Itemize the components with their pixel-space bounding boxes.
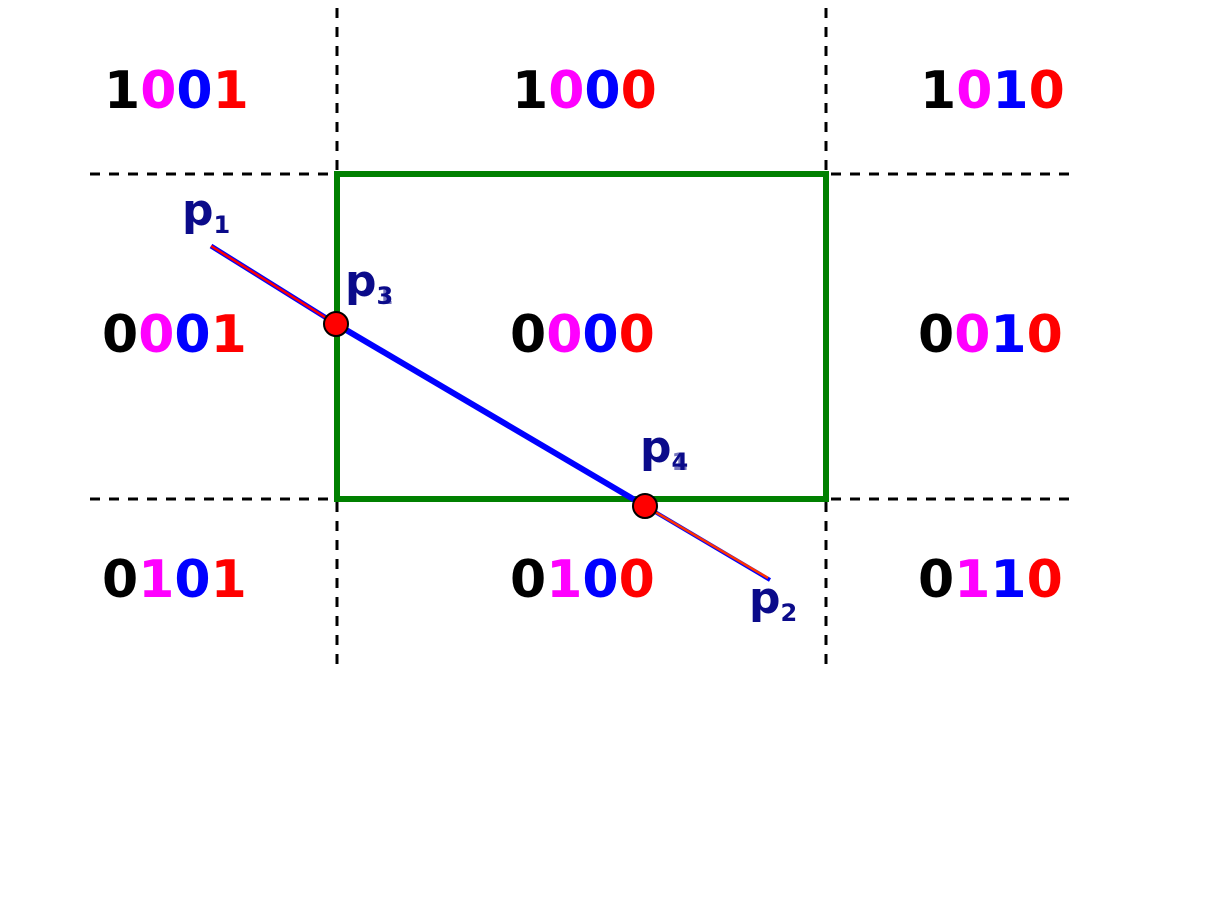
- bit: 0: [956, 61, 992, 121]
- bit: 1: [990, 305, 1026, 365]
- label-p2-base: p: [749, 573, 781, 624]
- region-code-bottom-left: 0101: [102, 550, 247, 610]
- region-code-top-center: 1000: [512, 61, 657, 121]
- bit: 0: [582, 550, 618, 610]
- label-p2: p2: [749, 573, 797, 627]
- bit: 0: [546, 305, 582, 365]
- bit: 1: [138, 550, 174, 610]
- label-p3-sub: 3: [377, 282, 394, 310]
- bit: 0: [954, 305, 990, 365]
- point-labels: p1 p3 p1 p4 p1 p2: [182, 185, 797, 627]
- label-p4-overlay: p1: [640, 422, 688, 476]
- label-p3-overlay: p1: [345, 256, 393, 310]
- region-code-bottom-center: 0100: [510, 550, 655, 610]
- label-p1-sub: 1: [214, 211, 231, 239]
- label-p3: p3: [345, 256, 393, 310]
- bit: 0: [138, 305, 174, 365]
- label-p4-base: p: [640, 422, 672, 473]
- label-p4: p4: [640, 422, 688, 476]
- region-code-middle-left: 0001: [102, 305, 247, 365]
- region-code-top-left: 1001: [104, 61, 249, 121]
- bit: 1: [104, 61, 140, 121]
- label-p3-overlay-spacer: p: [345, 256, 377, 307]
- segment-inside-p3-p4: [334, 321, 647, 509]
- bit: 0: [140, 61, 176, 121]
- bit: 0: [584, 61, 620, 121]
- bit: 0: [621, 61, 657, 121]
- bit: 0: [619, 305, 655, 365]
- bit: 0: [174, 305, 210, 365]
- bit: 1: [992, 61, 1028, 121]
- label-p3-base: p: [345, 256, 377, 307]
- bit: 1: [512, 61, 548, 121]
- label-p4-overlay-spacer: p: [640, 422, 672, 473]
- bit: 0: [918, 305, 954, 365]
- bit: 1: [990, 550, 1026, 610]
- bit: 0: [510, 550, 546, 610]
- bit: 0: [582, 305, 618, 365]
- bit: 0: [1029, 61, 1065, 121]
- bit: 0: [510, 305, 546, 365]
- bit: 1: [954, 550, 990, 610]
- bit: 0: [102, 550, 138, 610]
- bit: 0: [619, 550, 655, 610]
- region-code-middle-center: 0000: [510, 305, 655, 365]
- intersection-point-p3: [323, 311, 349, 337]
- bit: 1: [211, 550, 247, 610]
- segment-outside-p1-p3-red: [210, 244, 337, 326]
- bit: 1: [213, 61, 249, 121]
- bit: 0: [102, 305, 138, 365]
- label-p1: p1: [182, 185, 230, 239]
- bit: 0: [1027, 305, 1063, 365]
- label-p1-base: p: [182, 185, 214, 236]
- label-p3-overlay-sub: 1: [377, 282, 394, 310]
- region-code-bottom-right: 0110: [918, 550, 1063, 610]
- bit: 1: [211, 305, 247, 365]
- bit: 0: [548, 61, 584, 121]
- label-p2-sub: 2: [781, 599, 798, 627]
- bit: 0: [918, 550, 954, 610]
- label-p4-overlay-sub: 1: [672, 448, 689, 476]
- bit: 1: [546, 550, 582, 610]
- region-code-middle-right: 0010: [918, 305, 1063, 365]
- bit: 0: [176, 61, 212, 121]
- region-code-top-right: 1010: [920, 61, 1065, 121]
- label-p4-sub: 4: [672, 448, 689, 476]
- bit: 1: [920, 61, 956, 121]
- region-codes: 1001 1000 1010 0001 0000 0010 0101 0100 …: [102, 61, 1065, 610]
- bit: 0: [174, 550, 210, 610]
- intersection-point-p4: [632, 493, 658, 519]
- segment-outside-p4-p2-red: [644, 504, 769, 580]
- bit: 0: [1027, 550, 1063, 610]
